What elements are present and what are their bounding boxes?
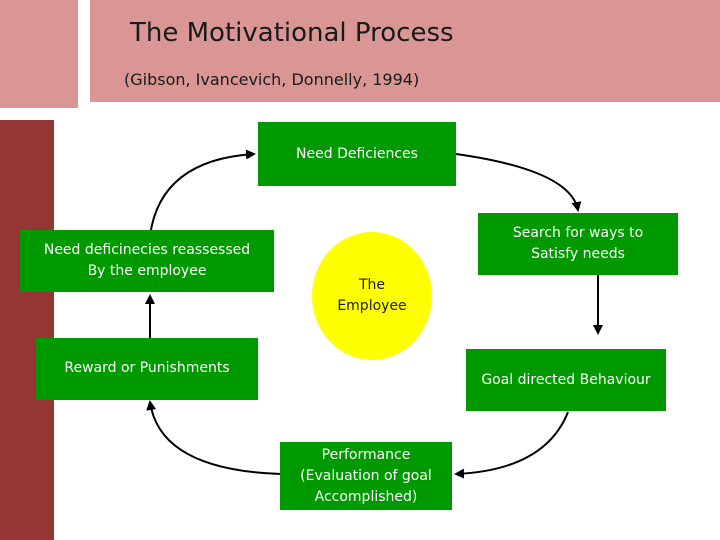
arrow-need-to-search <box>455 153 582 212</box>
header-accent-block <box>0 0 78 108</box>
arrow-performance-to-reward <box>146 400 282 475</box>
center-employee-circle: The Employee <box>312 232 432 360</box>
node-goal-directed-behaviour: Goal directed Behaviour <box>466 349 666 411</box>
node-need-reassessed: Need deficinecies reassessed By the empl… <box>20 230 274 292</box>
arrow-goal-to-performance <box>454 411 569 479</box>
arrow-reassessed-to-need <box>149 149 256 237</box>
header-banner <box>90 0 720 102</box>
node-performance: Performance (Evaluation of goal Accompli… <box>280 442 452 510</box>
node-search-for-ways: Search for ways to Satisfy needs <box>478 213 678 275</box>
page-title: The Motivational Process <box>130 18 454 48</box>
node-reward-or-punishments: Reward or Punishments <box>36 338 258 400</box>
node-need-deficiences: Need Deficiences <box>258 122 456 186</box>
page-subtitle: (Gibson, Ivancevich, Donnelly, 1994) <box>124 70 420 89</box>
side-accent-bar <box>0 120 54 540</box>
